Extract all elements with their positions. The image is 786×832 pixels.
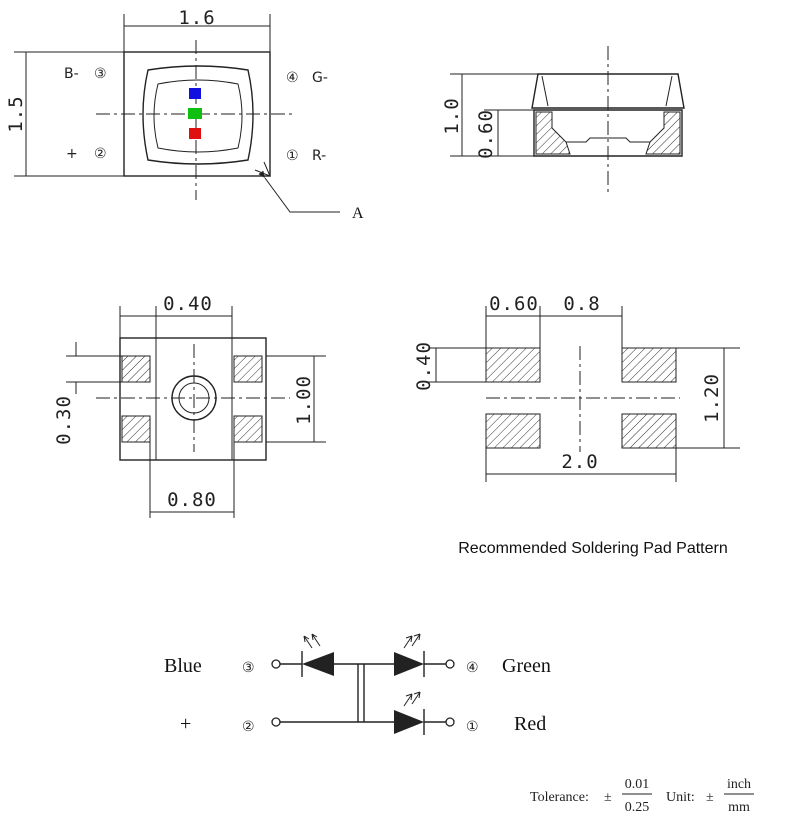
schematic: Blue ③ ④ Green + ② ① Red	[164, 633, 551, 735]
tolerance-top: 0.01	[625, 777, 650, 792]
pad-pattern-caption: Recommended Soldering Pad Pattern	[458, 540, 728, 557]
pin1-num: ①	[286, 148, 299, 164]
plus-pin-num: ②	[242, 719, 255, 735]
bottom-pad-height-dim: 0.30	[53, 395, 75, 445]
bottom-view: 0.40 1.00 0.30 0.80	[53, 293, 326, 518]
bottom-pad-tr	[233, 355, 263, 383]
side-total-height-dim: 1.0	[441, 97, 463, 134]
pad-tr	[621, 347, 677, 383]
pad-bl	[485, 413, 541, 449]
side-body-height-dim: 0.60	[475, 109, 497, 159]
tolerance-label: Tolerance:	[530, 790, 589, 805]
red-diode-icon	[394, 710, 424, 734]
green-label: Green	[502, 655, 551, 677]
pad-gap-dim: 0.8	[563, 293, 600, 315]
side-body	[533, 109, 683, 157]
pad-width-dim: 0.60	[489, 293, 539, 315]
lens-outer	[142, 65, 254, 165]
green-chip	[188, 108, 202, 119]
unit-bottom: mm	[728, 800, 750, 815]
tolerance-sign: ±	[604, 790, 612, 805]
tolerance-bottom: 0.25	[625, 800, 650, 815]
side-lens	[531, 73, 685, 109]
unit-top: inch	[727, 777, 751, 792]
pad-height-dim: 0.40	[413, 341, 435, 391]
bottom-pitch-dim: 1.00	[293, 375, 315, 425]
pad-pitch-dim: 1.20	[701, 373, 723, 423]
tolerance-note: Tolerance: ± 0.01 0.25 Unit: ± inch mm	[530, 777, 754, 815]
side-view: 1.0 0.60	[441, 46, 685, 196]
green-diode-icon	[394, 652, 424, 676]
pad-total-width-dim: 2.0	[561, 451, 598, 473]
pin3-label: B-	[64, 66, 79, 82]
red-label: Red	[514, 713, 546, 735]
pad-br	[621, 413, 677, 449]
bottom-pad-br	[233, 415, 263, 443]
blue-diode-icon	[302, 652, 334, 676]
bottom-pad-tl	[121, 355, 151, 383]
corner-callout: A	[352, 205, 364, 222]
blue-chip	[189, 88, 201, 99]
pad-pattern: 0.60 0.8 0.40 1.20 2.0 Recommended Solde…	[413, 293, 740, 557]
top-height-dim: 1.5	[5, 95, 27, 132]
green-pin-num: ④	[466, 660, 479, 676]
pin2-label: +	[66, 146, 78, 162]
blue-pin-num: ③	[242, 660, 255, 676]
red-chip	[189, 128, 201, 139]
pin3-num: ③	[94, 66, 107, 82]
top-width-dim: 1.6	[178, 7, 215, 29]
bottom-pad-bl	[121, 415, 151, 443]
pin4-label: G-	[312, 70, 328, 86]
unit-sign: ±	[706, 790, 714, 805]
plus-label: +	[180, 713, 191, 735]
blue-label: Blue	[164, 655, 202, 677]
lens-inner	[153, 79, 243, 153]
red-pin-num: ①	[466, 719, 479, 735]
pin1-label: R-	[312, 148, 326, 164]
unit-label: Unit:	[666, 790, 695, 805]
bottom-inner-span-dim: 0.80	[167, 489, 217, 511]
bottom-pad-width-dim: 0.40	[163, 293, 213, 315]
pad-tl	[485, 347, 541, 383]
top-view: 1.6 1.5 B- ③ ④ G- + ② ① R- A	[5, 7, 364, 222]
pin4-num: ④	[286, 70, 299, 86]
pin2-num: ②	[94, 146, 107, 162]
